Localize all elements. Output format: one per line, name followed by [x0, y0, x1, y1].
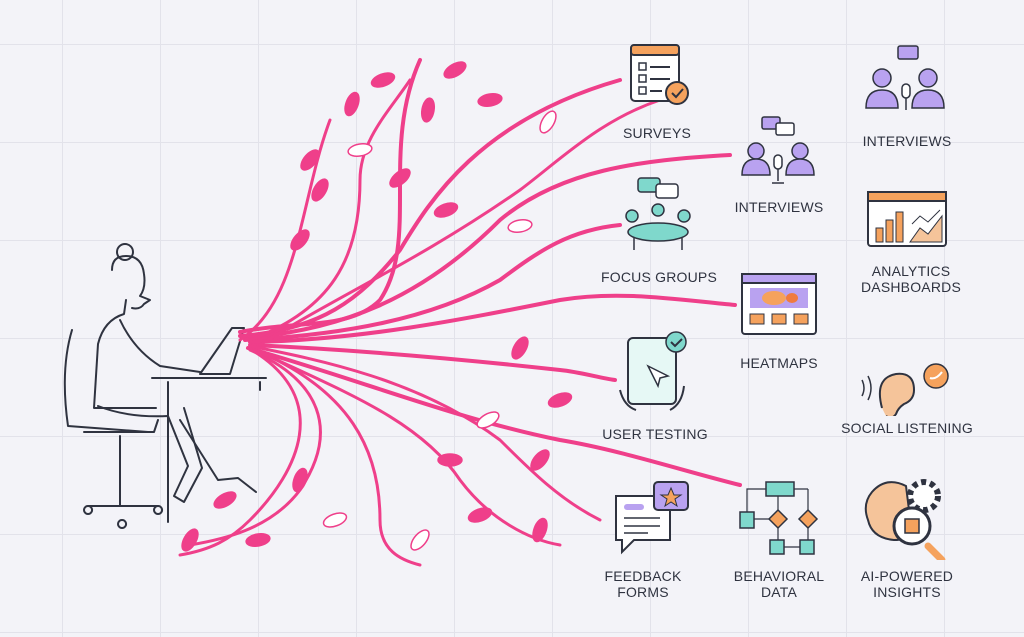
tree-leaf: [370, 72, 396, 88]
tree-leaf: [476, 411, 500, 429]
label-line: AI-POWERED: [860, 568, 954, 584]
tree-leaf: [511, 336, 529, 360]
tree-leaf: [347, 142, 373, 158]
label-line: FORMS: [617, 584, 669, 600]
person-at-laptop-illustration: [63, 243, 267, 529]
label-line: ANALYTICS: [871, 263, 951, 279]
tree-leaf: [292, 467, 308, 493]
tree-leaf: [290, 229, 310, 251]
interview-people-microphone-icon: [865, 45, 945, 110]
label-line: FEEDBACK: [604, 568, 682, 584]
label-line: BEHAVIORAL: [733, 568, 825, 584]
tree-leaf: [181, 528, 199, 552]
tree-leaf: [420, 97, 436, 123]
method-label-user-testing: USER TESTING: [602, 426, 708, 442]
focus-group-table-icon: [625, 177, 691, 250]
tablet-touch-icon: [619, 331, 687, 411]
tree-branch: [258, 98, 662, 347]
tree-leaves: [181, 61, 573, 552]
tree-branch: [238, 78, 622, 338]
tree-branch: [238, 58, 422, 334]
tree-branch: [248, 293, 737, 344]
tree-leaf: [410, 529, 430, 551]
ear-bird-icon: [861, 363, 949, 416]
tree-leaf: [467, 507, 493, 523]
label-line: DATA: [760, 584, 798, 600]
survey-checklist-icon: [630, 44, 689, 105]
interview-people-microphone-icon: [741, 116, 815, 184]
tree-leaf: [443, 61, 467, 79]
tree-leaf: [437, 453, 463, 467]
tree-leaf: [530, 449, 550, 471]
tree-leaf: [389, 168, 411, 188]
tree-branch: [248, 78, 412, 342]
tree-leaf: [477, 92, 503, 108]
tree-branch: [258, 350, 562, 547]
tree-leaf: [532, 517, 548, 543]
tree-leaf: [547, 392, 573, 408]
tree-leaf: [322, 512, 348, 528]
method-label-social-listening: SOCIAL LISTENING: [841, 420, 973, 436]
analytics-chart-icon: [867, 191, 947, 247]
label-line: DASHBOARDS: [860, 279, 962, 295]
tree-branch: [253, 348, 422, 567]
tree-leaf: [311, 178, 329, 202]
method-label-heatmaps: HEATMAPS: [740, 355, 818, 371]
tree-branch: [243, 153, 732, 340]
tree-leaf: [245, 532, 271, 548]
flowchart-icon: [739, 481, 819, 555]
tree-branch: [246, 346, 742, 487]
tree-leaf: [344, 91, 360, 117]
method-label-interviews: INTERVIEWS: [862, 133, 952, 149]
heatmap-browser-icon: [741, 273, 817, 335]
tree-leaf: [300, 149, 320, 171]
method-label-surveys: SURVEYS: [622, 125, 692, 141]
tree-roots-illustration: [178, 58, 742, 567]
tree-leaf: [539, 110, 557, 134]
tree-branch: [243, 223, 622, 342]
tree-leaf: [433, 202, 459, 218]
tree-branch: [178, 350, 302, 557]
feedback-chat-star-icon: [615, 481, 689, 555]
method-label-interviews: INTERVIEWS: [734, 199, 824, 215]
tree-leaf: [507, 218, 533, 234]
method-label-focus-groups: FOCUS GROUPS: [601, 269, 717, 285]
label-line: INSIGHTS: [873, 584, 941, 600]
brain-chip-magnifier-icon: [864, 479, 946, 560]
tree-branch: [248, 343, 617, 382]
tree-leaf: [213, 491, 237, 509]
